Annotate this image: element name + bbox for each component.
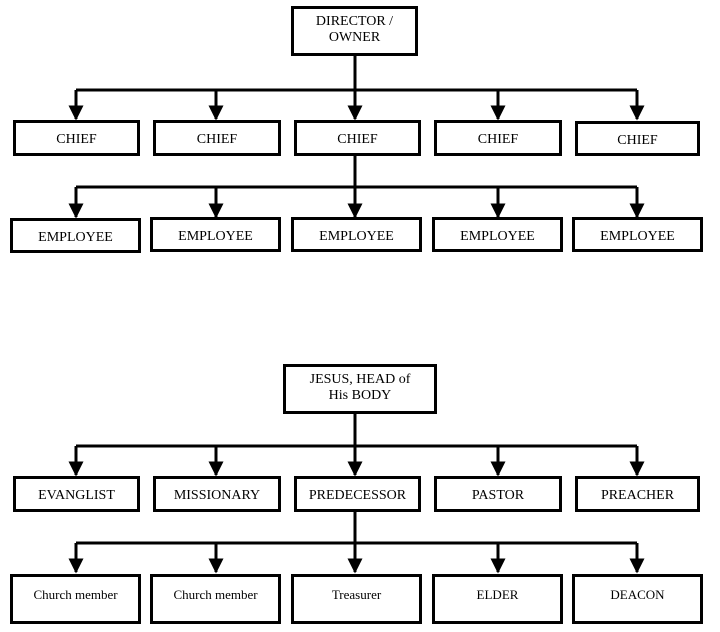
employee-box-1: EMPLOYEE [10,218,141,253]
chief-box-3: CHIEF [294,120,421,156]
employee-box-2: EMPLOYEE [150,217,281,252]
employee-box-4: EMPLOYEE [432,217,563,252]
chief-box-4: CHIEF [434,120,562,156]
ministry-box-pastor: PASTOR [434,476,562,512]
member-box-deacon: DEACON [572,574,703,624]
chief-box-5: CHIEF [575,121,700,156]
ministry-box-predecessor: PREDECESSOR [294,476,421,512]
employee-box-3: EMPLOYEE [291,217,422,252]
director-owner-box: DIRECTOR / OWNER [291,6,418,56]
member-box-elder: ELDER [432,574,563,624]
chief-box-1: CHIEF [13,120,140,156]
member-box-church-member-1: Church member [10,574,141,624]
ministry-box-preacher: PREACHER [575,476,700,512]
chief-box-2: CHIEF [153,120,281,156]
ministry-box-missionary: MISSIONARY [153,476,281,512]
employee-box-5: EMPLOYEE [572,217,703,252]
jesus-head-box: JESUS, HEAD of His BODY [283,364,437,414]
member-box-treasurer: Treasurer [291,574,422,624]
ministry-box-evanglist: EVANGLIST [13,476,140,512]
member-box-church-member-2: Church member [150,574,281,624]
